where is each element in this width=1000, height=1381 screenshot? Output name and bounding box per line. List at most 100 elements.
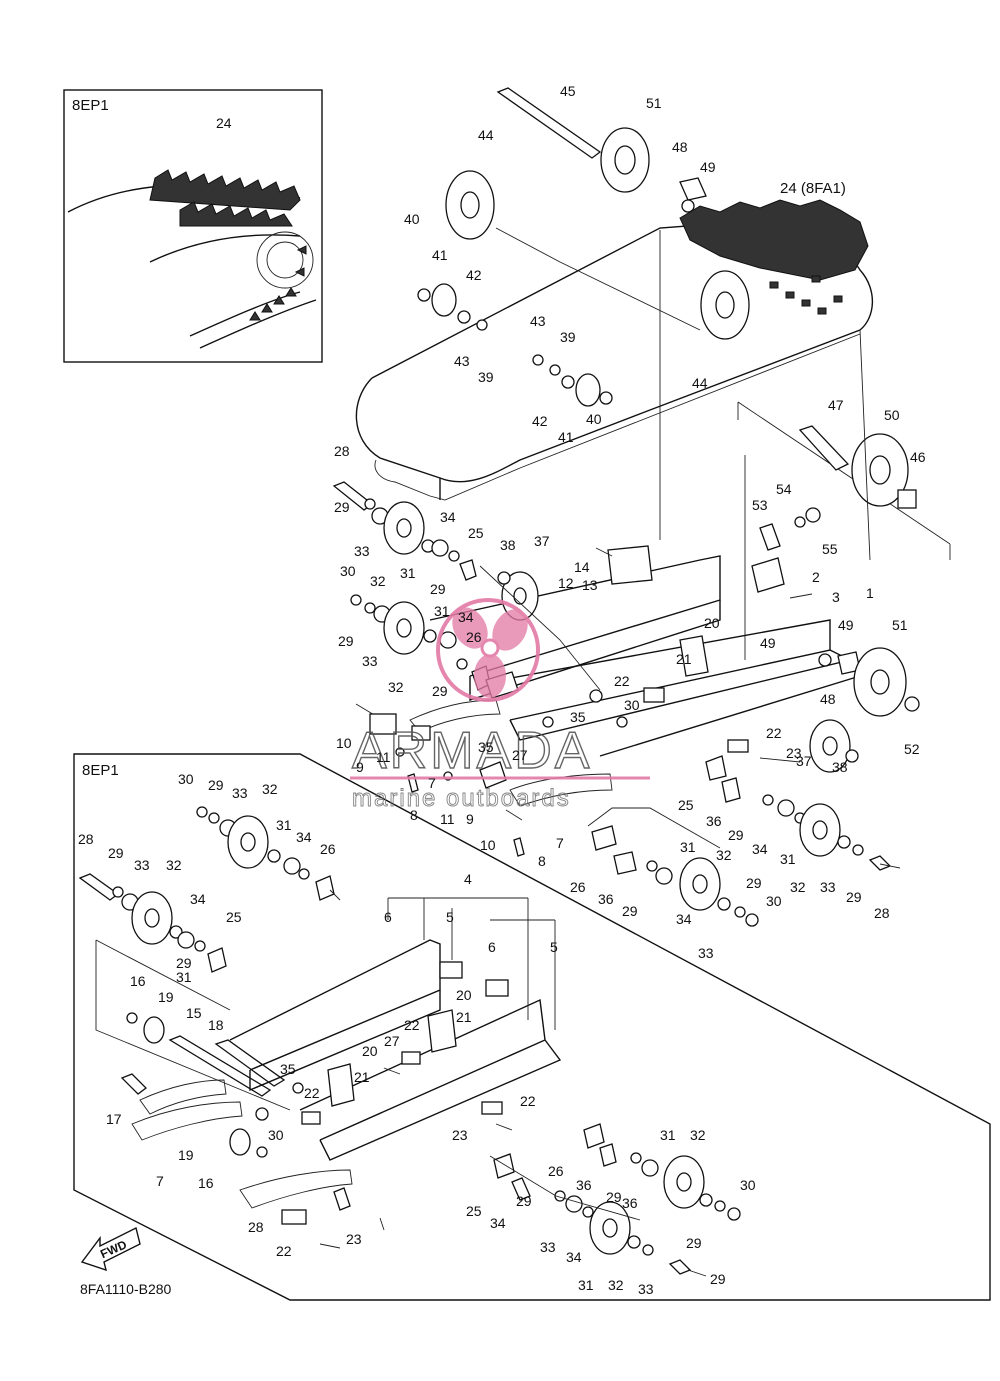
callout-label: 29 bbox=[686, 1235, 702, 1251]
track-label: 24 (8FA1) bbox=[780, 180, 846, 197]
callout-label: 44 bbox=[692, 375, 708, 391]
callout-label: 11 bbox=[440, 811, 455, 827]
callout-label: 18 bbox=[208, 1017, 224, 1033]
callout-label: 51 bbox=[892, 617, 908, 633]
track-belt bbox=[355, 199, 874, 501]
callout-label: 22 bbox=[276, 1243, 292, 1259]
callout-label: 31 bbox=[276, 817, 292, 833]
callout-label: 25 bbox=[678, 797, 694, 813]
callout-label: 14 bbox=[574, 559, 590, 575]
callout-label: 21 bbox=[676, 651, 692, 667]
callout-label: 28 bbox=[248, 1219, 264, 1235]
callout-label: 19 bbox=[178, 1147, 194, 1163]
callout-label: 33 bbox=[540, 1239, 556, 1255]
idler-bracket-assembly bbox=[737, 401, 951, 660]
callout-label: 16 bbox=[198, 1175, 214, 1191]
callout-label: 26 bbox=[570, 879, 586, 895]
callout-label: 36 bbox=[622, 1195, 638, 1211]
callout-label: 32 bbox=[716, 847, 732, 863]
callout-label: 8 bbox=[538, 853, 546, 869]
callout-label: 23 bbox=[452, 1127, 468, 1143]
callout-label: 26 bbox=[320, 841, 336, 857]
callout-label: 46 bbox=[910, 449, 926, 465]
callout-label: 43 bbox=[530, 313, 546, 329]
callout-label: 21 bbox=[354, 1069, 370, 1085]
callout-label: 30 bbox=[766, 893, 782, 909]
callout-label: 51 bbox=[646, 95, 662, 111]
callout-label: 29 bbox=[606, 1189, 622, 1205]
bottom-panel-8ep1: 8EP1 bbox=[73, 753, 991, 1301]
callout-label: 25 bbox=[466, 1203, 482, 1219]
callout-label: 35 bbox=[570, 709, 586, 725]
callout-label: 29 bbox=[746, 875, 762, 891]
callout-label: 34 bbox=[752, 841, 768, 857]
callout-label: 38 bbox=[832, 759, 848, 775]
callout-label: 24 bbox=[216, 115, 232, 131]
callout-label: 27 bbox=[512, 747, 528, 763]
callout-label: 31 bbox=[434, 603, 450, 619]
callout-label: 33 bbox=[354, 543, 370, 559]
callout-label: 29 bbox=[622, 903, 638, 919]
callout-label: 50 bbox=[884, 407, 900, 423]
watermark-logo-icon bbox=[436, 598, 540, 702]
callout-label: 48 bbox=[820, 691, 836, 707]
callout-label: 13 bbox=[582, 577, 598, 593]
callout-label: 38 bbox=[500, 537, 516, 553]
callout-label: 28 bbox=[334, 443, 350, 459]
callout-label: 29 bbox=[728, 827, 744, 843]
callout-label: 31 bbox=[780, 851, 796, 867]
callout-label: 26 bbox=[548, 1163, 564, 1179]
callout-label: 33 bbox=[698, 945, 714, 961]
callout-label: 54 bbox=[776, 481, 792, 497]
callout-label: 48 bbox=[672, 139, 688, 155]
callout-label: 29 bbox=[710, 1271, 726, 1287]
callout-label: 10 bbox=[480, 837, 496, 853]
callout-label: 28 bbox=[78, 831, 94, 847]
callout-label: 7 bbox=[156, 1173, 164, 1189]
callout-label: 32 bbox=[790, 879, 806, 895]
callout-label: 10 bbox=[336, 735, 352, 751]
callout-label: 33 bbox=[638, 1281, 654, 1297]
callout-label: 34 bbox=[490, 1215, 506, 1231]
callout-label: 34 bbox=[190, 891, 206, 907]
callout-label: 34 bbox=[440, 509, 456, 525]
callout-label: 49 bbox=[700, 159, 716, 175]
callout-label: 2 bbox=[812, 569, 820, 585]
callout-label: 36 bbox=[706, 813, 722, 829]
callout-label: 35 bbox=[478, 739, 494, 755]
callout-label: 9 bbox=[356, 759, 364, 775]
track-lugs bbox=[679, 199, 869, 315]
callout-label: 22 bbox=[304, 1085, 320, 1101]
callout-label: 37 bbox=[534, 533, 550, 549]
callout-label: 29 bbox=[516, 1193, 532, 1209]
callout-label: 49 bbox=[838, 617, 854, 633]
fwd-arrow: FWD bbox=[80, 1226, 141, 1272]
callout-label: 22 bbox=[404, 1017, 420, 1033]
callout-label: 30 bbox=[178, 771, 194, 787]
callout-label: 3 bbox=[832, 589, 840, 605]
callout-label: 35 bbox=[280, 1061, 296, 1077]
callout-label: 9 bbox=[466, 811, 474, 827]
callout-label: 12 bbox=[558, 575, 574, 591]
callout-label: 11 bbox=[376, 749, 391, 765]
callout-label: 25 bbox=[468, 525, 484, 541]
callout-label: 34 bbox=[458, 609, 474, 625]
callout-label: 27 bbox=[384, 1033, 400, 1049]
callout-label: 23 bbox=[346, 1231, 362, 1247]
callout-label: 29 bbox=[334, 499, 350, 515]
callout-label: 17 bbox=[106, 1111, 122, 1127]
callout-label: 29 bbox=[176, 955, 192, 971]
inset-track-lugs bbox=[149, 169, 314, 321]
callout-label: 28 bbox=[874, 905, 890, 921]
callout-label: 31 bbox=[680, 839, 696, 855]
upper-left-wheels bbox=[332, 481, 628, 728]
callout-label: 32 bbox=[262, 781, 278, 797]
callout-label: 31 bbox=[176, 969, 192, 985]
callout-label: 31 bbox=[578, 1277, 594, 1293]
callout-label: 4 bbox=[464, 871, 472, 887]
callout-label: 41 bbox=[558, 429, 574, 445]
callout-label: 31 bbox=[660, 1127, 676, 1143]
callout-label: 5 bbox=[550, 939, 558, 955]
callout-label: 33 bbox=[362, 653, 378, 669]
